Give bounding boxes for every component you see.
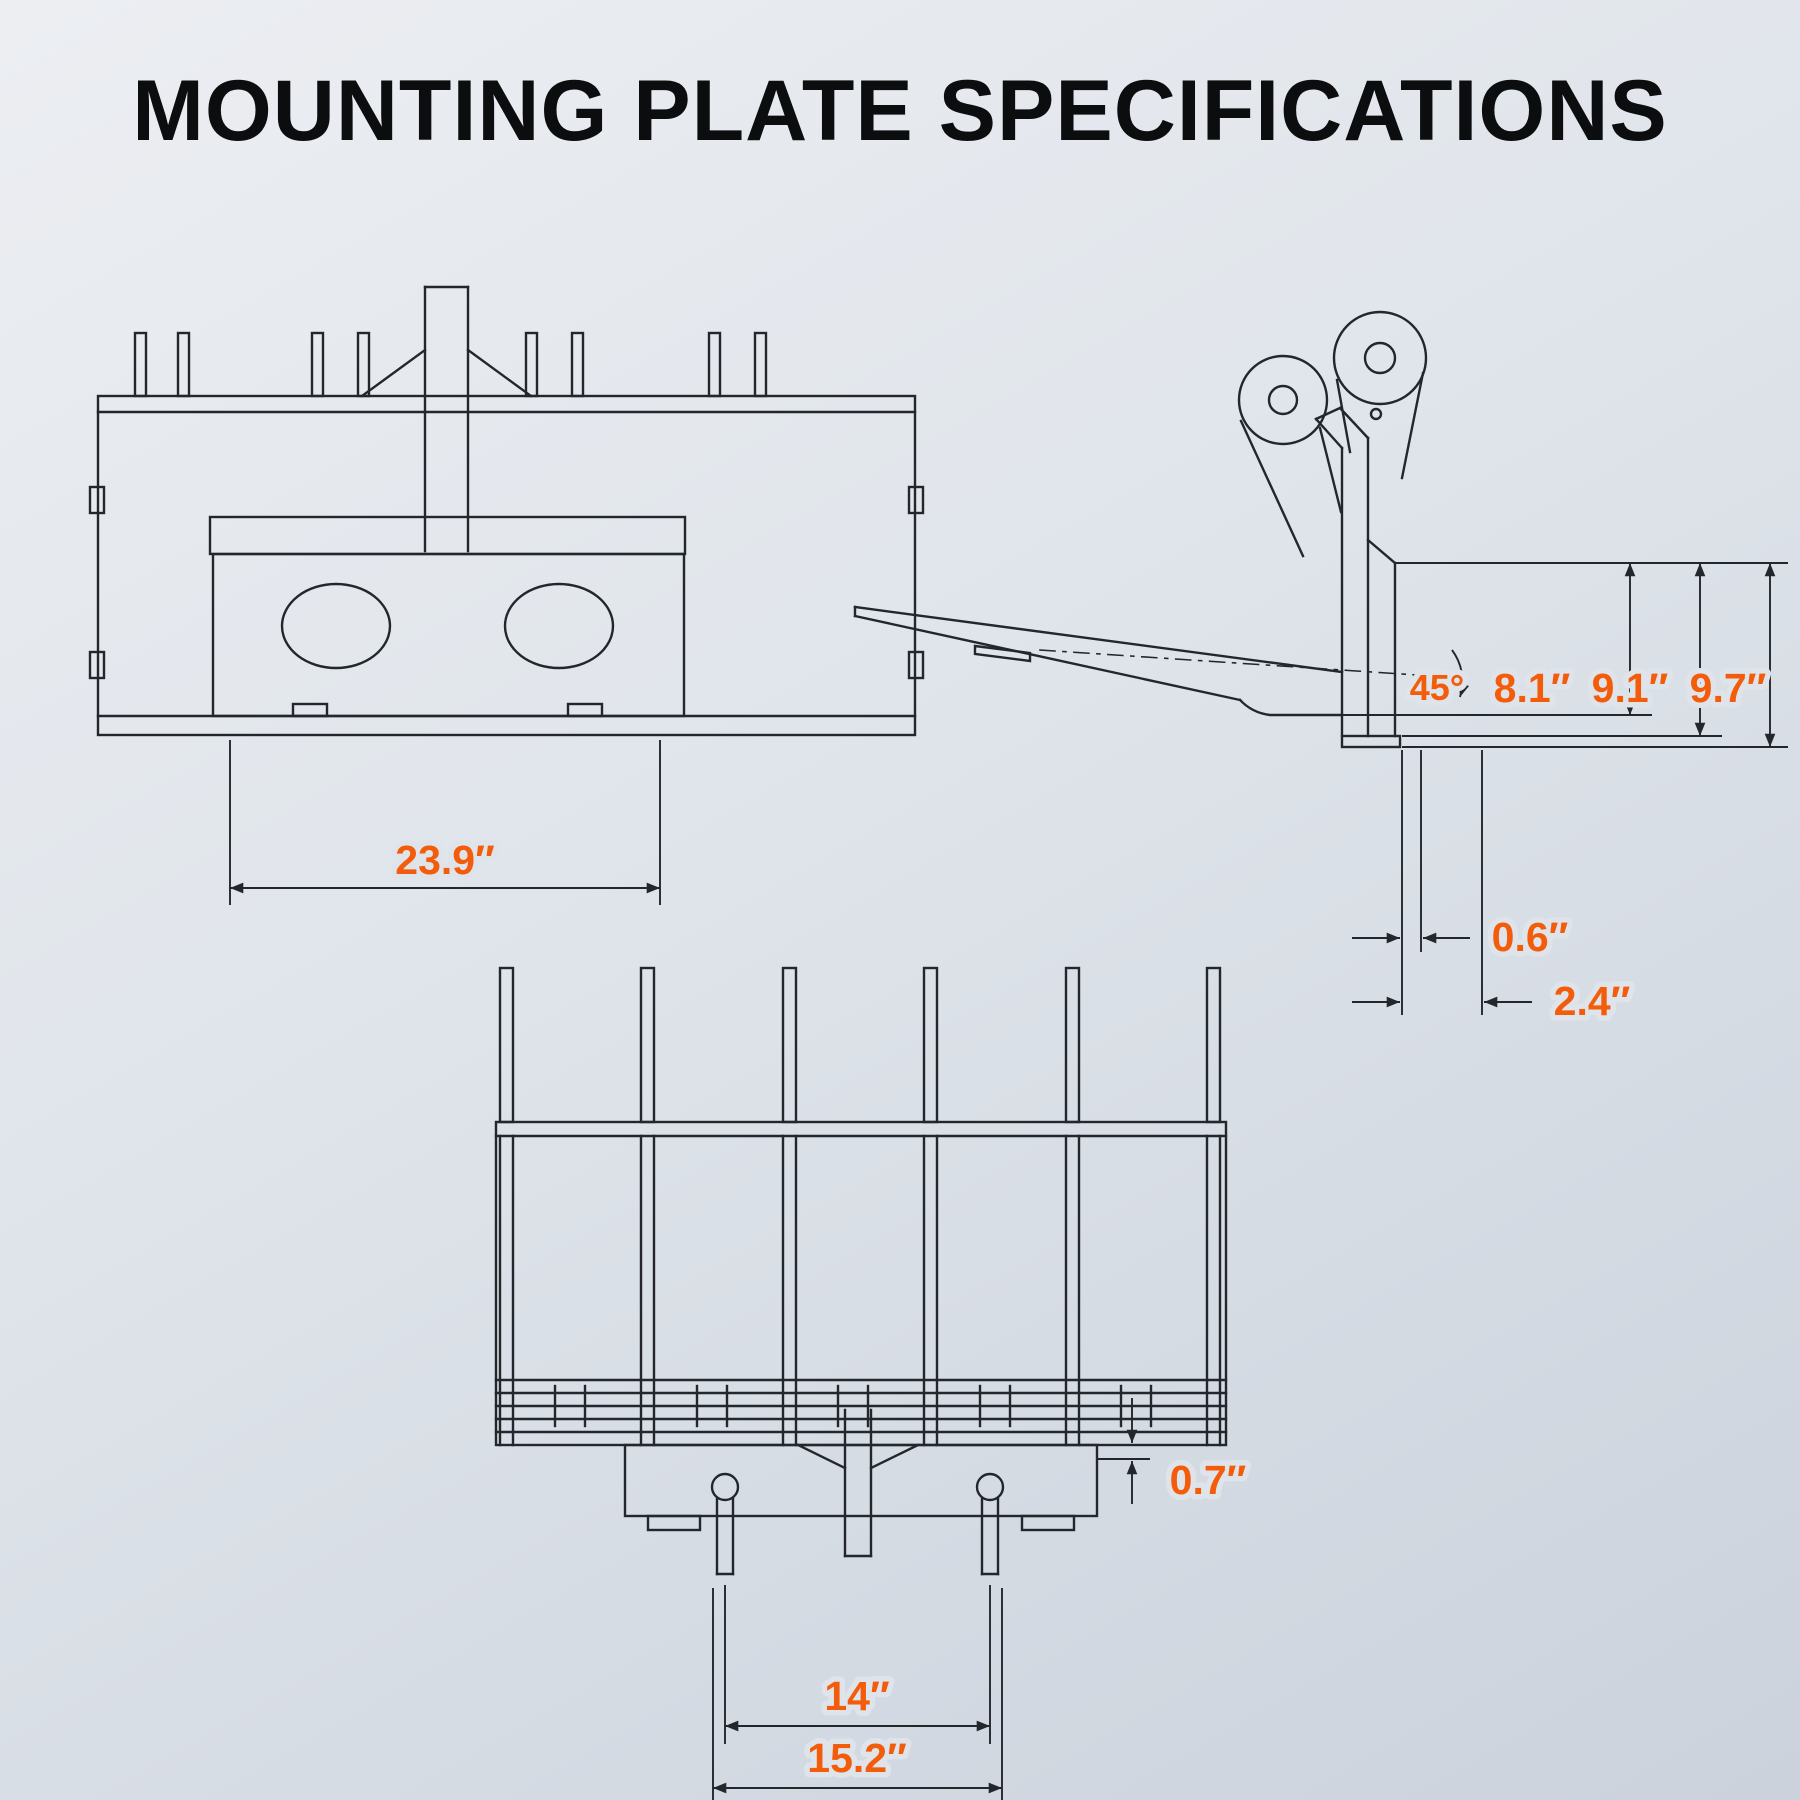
tine [524,331,539,398]
front-view [88,285,925,737]
plate-top-bar [208,515,687,556]
mount-face-lip [1366,538,1397,565]
right-edge-notch [907,650,925,680]
slot-hole [503,582,615,670]
plate-top-lip [1338,406,1370,440]
pin-hole [710,1472,740,1502]
blade-hook [1238,698,1344,717]
left-edge-notch [88,650,106,680]
pin-hole [1267,384,1299,416]
side-view [853,310,1463,749]
side-view-dimensions: 45° 8.1″ 9.1″ 9.7″ 0.6″ 2.4″ [1340,562,1788,1030]
dim-label-offset-b: 2.4″ [1554,978,1631,1024]
post-brace-right [466,348,533,398]
angle-reference-line [1039,649,1463,679]
tine [922,966,939,1124]
plate-top-lip [1314,406,1342,421]
foot-tab [291,702,329,718]
page-title: MOUNTING PLATE SPECIFICATIONS [132,63,1668,159]
plate-top-lip [1314,417,1344,450]
tine [310,331,325,398]
foot-tab [566,702,604,718]
frame-outline [96,394,917,737]
dim-label-depth-c: 9.7″ [1690,665,1767,711]
ear-strap [1318,426,1343,514]
front-view-dimensions: 23.9″ [229,740,661,905]
ear-strap [1239,419,1305,558]
tine [133,331,148,398]
frame-outline [494,1120,1228,1447]
dim-label-plate-thickness: 0.7″ [1170,1457,1247,1503]
dim-label-depth-a: 8.1″ [1494,665,1571,711]
mount-plate [623,1443,1099,1518]
tine [1205,966,1222,1124]
dim-label-offset-a: 0.6″ [1492,914,1569,960]
tine [707,331,722,398]
ear-plate [1237,354,1329,446]
dim-label-pin-outer: 15.2″ [807,1735,906,1781]
right-edge-notch [907,485,925,515]
small-hole [1369,407,1383,421]
post-gusset [796,1443,847,1470]
left-edge-notch [88,485,106,515]
plate-foot [1340,734,1402,749]
tine [781,966,798,1124]
post-gusset [869,1443,920,1470]
top-view-dimensions: 0.7″ 14″ 15.2″ [712,1398,1252,1800]
ear-strap [1400,371,1425,480]
tine [570,331,585,398]
slot-hole [280,582,392,670]
mount-plate-face [211,552,686,718]
ear-strap [1335,378,1352,454]
tine [639,966,656,1124]
tine [753,331,768,398]
dim-label-pin-center: 14″ [824,1673,889,1719]
dim-label-angle: 45° [1410,667,1464,708]
blade-bottom-edge [853,614,1242,702]
top-view [494,966,1228,1576]
blade-slot [973,644,1032,663]
foot-tab [1020,1514,1076,1532]
ear-plate [1332,310,1428,406]
pin-hole [975,1472,1005,1502]
dim-label-front-width: 23.9″ [395,837,494,883]
tine [498,966,515,1124]
tine [356,331,371,398]
foot-tab [646,1514,702,1532]
tine [176,331,191,398]
tine [1064,966,1081,1124]
blade-top-edge [853,605,1344,674]
post-brace-left [360,348,427,398]
angle-arc [1451,649,1470,698]
pin-hole [1363,341,1397,375]
dim-label-depth-b: 9.1″ [1592,665,1669,711]
